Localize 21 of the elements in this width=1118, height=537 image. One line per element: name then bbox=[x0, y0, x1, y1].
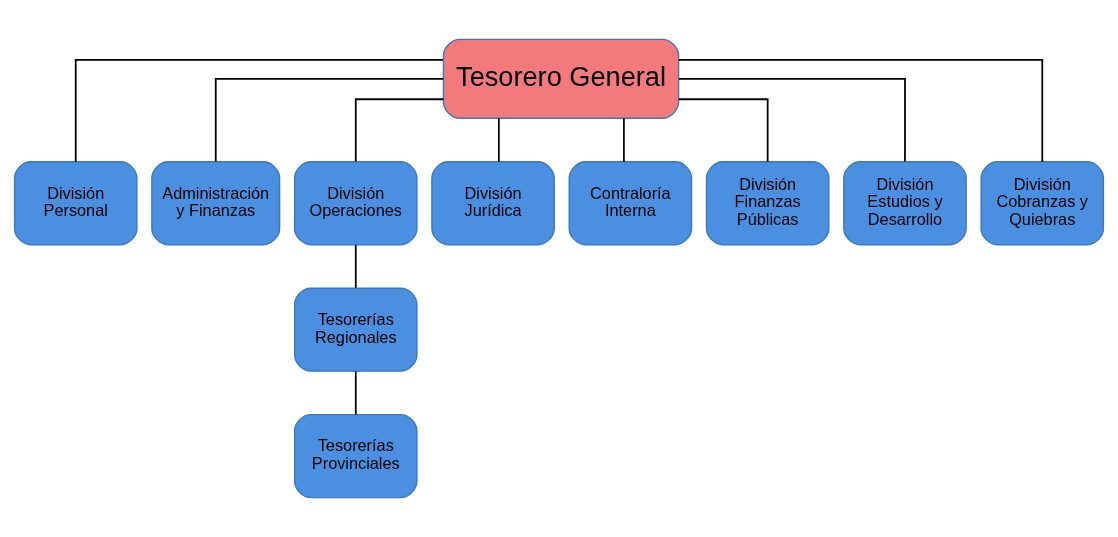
connector bbox=[354, 98, 445, 163]
connector bbox=[623, 117, 625, 163]
connector bbox=[678, 77, 906, 163]
node-box: División Jurídica bbox=[431, 161, 555, 246]
node-box: Tesorerías Provinciales bbox=[293, 413, 418, 499]
node-box: Tesorerías Regionales bbox=[293, 287, 418, 372]
node-box: División Finanzas Públicas bbox=[705, 161, 830, 246]
connector bbox=[354, 370, 357, 416]
node-box: Contraloría Interna bbox=[568, 161, 693, 246]
connector bbox=[497, 117, 500, 163]
connector bbox=[354, 244, 357, 289]
node-box: División Operaciones bbox=[293, 161, 418, 246]
node-box: Tesorero General bbox=[442, 38, 680, 119]
node-box: División Estudios y Desarrollo bbox=[843, 161, 967, 246]
connector bbox=[74, 58, 444, 163]
node-box: División Cobranzas y Quiebras bbox=[980, 161, 1105, 246]
node-box: División Personal bbox=[13, 161, 138, 246]
node-box: Administración y Finanzas bbox=[151, 161, 281, 246]
connector bbox=[214, 77, 445, 163]
connector bbox=[677, 98, 769, 163]
connector bbox=[677, 58, 1044, 163]
